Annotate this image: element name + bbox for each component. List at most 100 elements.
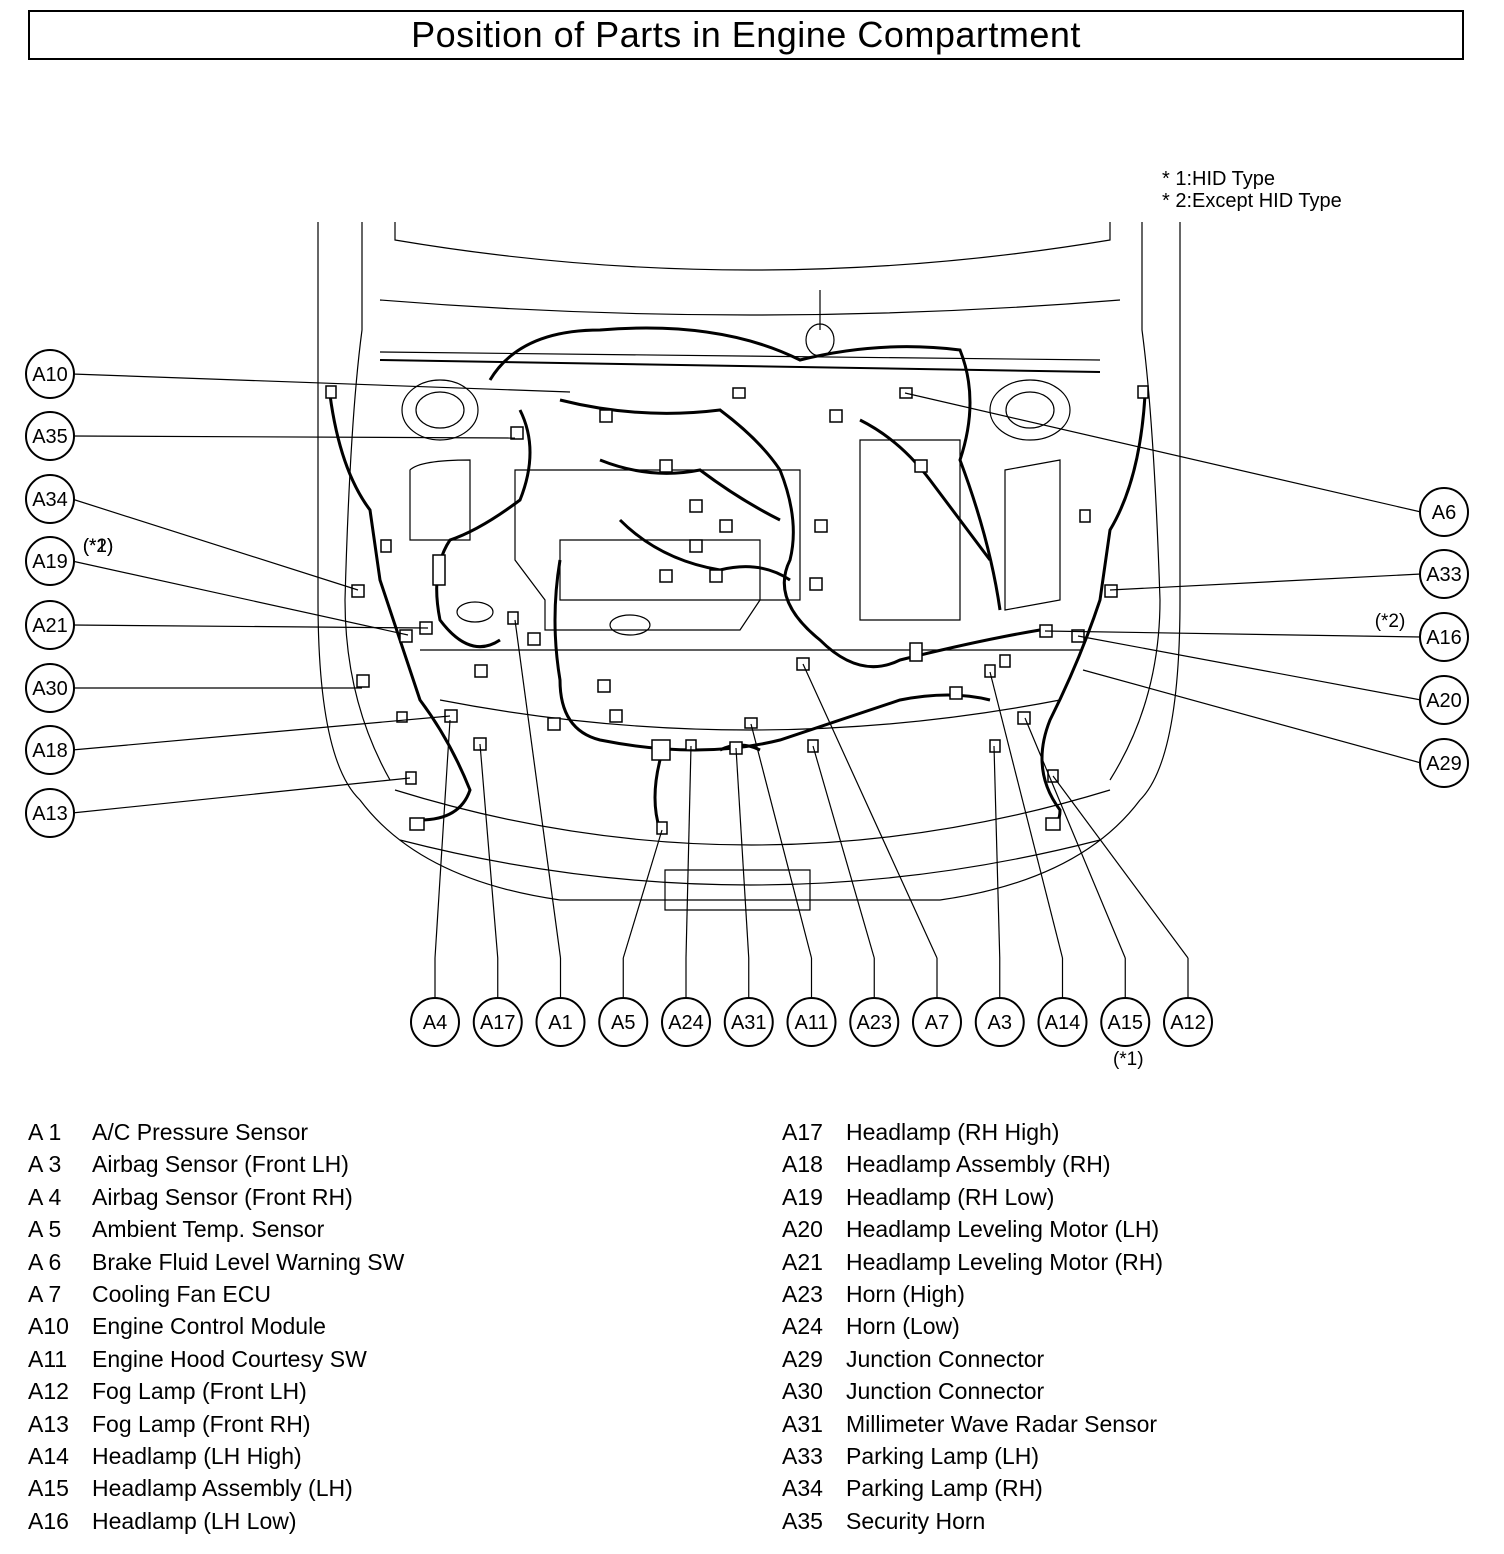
- callout-a21: A21: [25, 600, 75, 650]
- leader-line: [1052, 775, 1189, 959]
- legend-id: A30: [782, 1378, 823, 1405]
- callout-label: A3: [988, 1012, 1012, 1034]
- callout-a24: A24: [661, 997, 711, 1047]
- legend-item: A31 Millimeter Wave Radar Sensor: [782, 1408, 1163, 1440]
- legend-name: Headlamp Assembly (RH): [846, 1151, 1111, 1178]
- legend-name: Headlamp Leveling Motor (LH): [846, 1216, 1160, 1243]
- legend-name: Headlamp Assembly (LH): [92, 1475, 353, 1502]
- legend-item: A33 Parking Lamp (LH): [782, 1440, 1163, 1472]
- callout-note: (*2): [1375, 611, 1406, 632]
- callout-a35: A35: [25, 411, 75, 461]
- leader-line: [1077, 635, 1422, 701]
- callout-circle: [1163, 997, 1213, 1047]
- legend-id: A34: [782, 1475, 823, 1502]
- legend-id: A31: [782, 1410, 823, 1437]
- callout-circle: [1037, 997, 1088, 1047]
- callout-label: A1: [548, 1012, 572, 1034]
- legend-id: A18: [782, 1151, 823, 1178]
- callout-note: (*1): [83, 536, 114, 557]
- legend-name: Engine Control Module: [92, 1313, 326, 1340]
- callout-label: A16: [1426, 627, 1462, 649]
- title-box: Position of Parts in Engine Compartment: [28, 10, 1464, 60]
- leader-line: [71, 498, 359, 591]
- legend-item: A30 Junction Connector: [782, 1375, 1163, 1407]
- legend-id: A 1: [28, 1119, 62, 1145]
- callout-circle: [1419, 738, 1469, 788]
- callout-circle: [535, 997, 586, 1047]
- callout-a23: A23: [849, 997, 900, 1047]
- callout-label: A19: [32, 551, 68, 573]
- leader-line: [993, 745, 1001, 959]
- legend-item: A18 Headlamp Assembly (RH): [782, 1148, 1163, 1180]
- legend-id: A33: [782, 1442, 823, 1469]
- legend-name: Junction Connector: [846, 1378, 1045, 1405]
- callout-label: A23: [856, 1012, 892, 1034]
- callout-a5: A5: [598, 997, 649, 1047]
- callout-circle: [598, 997, 649, 1047]
- legend-id: A 7: [28, 1280, 62, 1307]
- callout-label: A34: [32, 489, 68, 511]
- leader-line: [71, 435, 516, 439]
- callout-label: A18: [32, 740, 68, 762]
- callout-a19: A19(*2): [25, 536, 113, 586]
- callout-label: A33: [1426, 564, 1462, 586]
- callout-circle: [25, 536, 75, 586]
- callout-circle: [974, 997, 1025, 1047]
- legend-id: A 3: [28, 1151, 62, 1178]
- leader-line: [71, 373, 571, 393]
- callout-label: A5: [611, 1012, 635, 1034]
- callout-a13: A13: [25, 788, 75, 838]
- callout-a33: A33: [1419, 549, 1469, 599]
- callout-label: A24: [668, 1012, 704, 1034]
- callout-a1: A1: [535, 997, 586, 1047]
- callout-label: A15: [1107, 1012, 1143, 1034]
- legend-id: A35: [782, 1507, 823, 1534]
- callout-label: A35: [32, 426, 68, 448]
- legend-name: Headlamp Leveling Motor (RH): [846, 1248, 1164, 1275]
- callout-a16: A16 (*2): [1375, 611, 1469, 662]
- callout-circle: [25, 663, 75, 713]
- callout-a17: A17: [472, 997, 523, 1047]
- leader-line: [735, 747, 750, 959]
- legend-name: Headlamp (RH High): [846, 1119, 1060, 1145]
- leader-line: [71, 777, 411, 814]
- callout-label: A7: [925, 1012, 949, 1034]
- legend-name: Brake Fluid Level Warning SW: [92, 1248, 405, 1275]
- callout-label: A6: [1432, 502, 1456, 524]
- leader-line: [1109, 573, 1422, 591]
- legend-id: A12: [28, 1378, 69, 1405]
- callout-circle: [472, 997, 523, 1047]
- callout-label: A14: [1045, 1012, 1081, 1034]
- legend-name: Headlamp (LH Low): [92, 1507, 297, 1534]
- legend-name: Millimeter Wave Radar Sensor: [846, 1410, 1158, 1437]
- leader-line: [622, 829, 663, 959]
- callout-circle: [25, 474, 75, 524]
- callout-circle: [1419, 612, 1469, 662]
- callout-label: A20: [1426, 690, 1462, 712]
- callout-label: A17: [480, 1012, 516, 1034]
- callout-a6: A6: [1419, 487, 1469, 537]
- callout-label: A13: [32, 803, 68, 825]
- legend-name: Parking Lamp (LH): [846, 1442, 1040, 1469]
- legend-id: A13: [28, 1410, 69, 1437]
- leader-line: [812, 745, 875, 959]
- leader-line: [904, 392, 1422, 513]
- legend-name: Security Horn: [846, 1507, 986, 1534]
- callout-label: A12: [1170, 1012, 1206, 1034]
- legend-name: Headlamp (RH Low): [846, 1183, 1055, 1210]
- legend-id: A19: [782, 1183, 823, 1210]
- legend-id: A14: [28, 1442, 69, 1469]
- legend-item: A34 Parking Lamp (RH): [782, 1472, 1163, 1504]
- legend-name: Parking Lamp (RH): [846, 1475, 1043, 1502]
- car-body-outline: [317, 222, 1181, 911]
